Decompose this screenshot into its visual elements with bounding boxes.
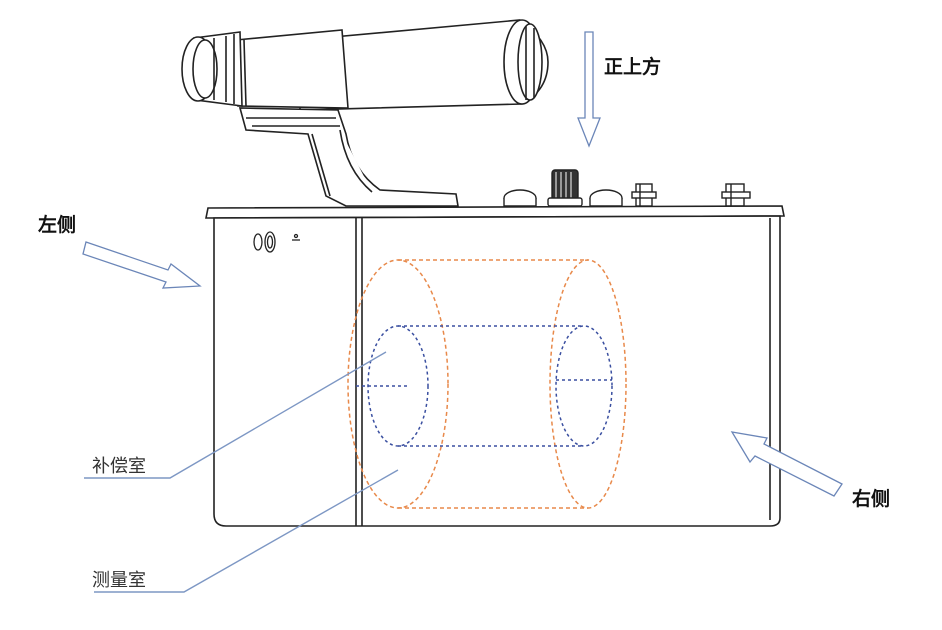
telescope-tube: [181, 19, 549, 111]
label-compensation-chamber: 补偿室: [92, 456, 146, 477]
side-ports: [253, 231, 300, 253]
measurement-chamber-outline: [356, 325, 613, 447]
main-enclosure: [205, 205, 785, 527]
arrow-left-side: [82, 241, 202, 289]
compensation-chamber-outline: [347, 259, 627, 509]
arrow-right-side: [730, 431, 843, 497]
label-left-side: 左侧: [38, 214, 77, 236]
arrow-top: [577, 31, 601, 148]
label-right-side: 右侧: [852, 488, 891, 510]
support-bracket: [238, 107, 459, 207]
leader-lines: [84, 351, 399, 593]
label-top-view: 正上方: [604, 56, 662, 78]
top-panel-knobs: [503, 169, 751, 207]
label-measurement-chamber: 测量室: [92, 570, 146, 591]
